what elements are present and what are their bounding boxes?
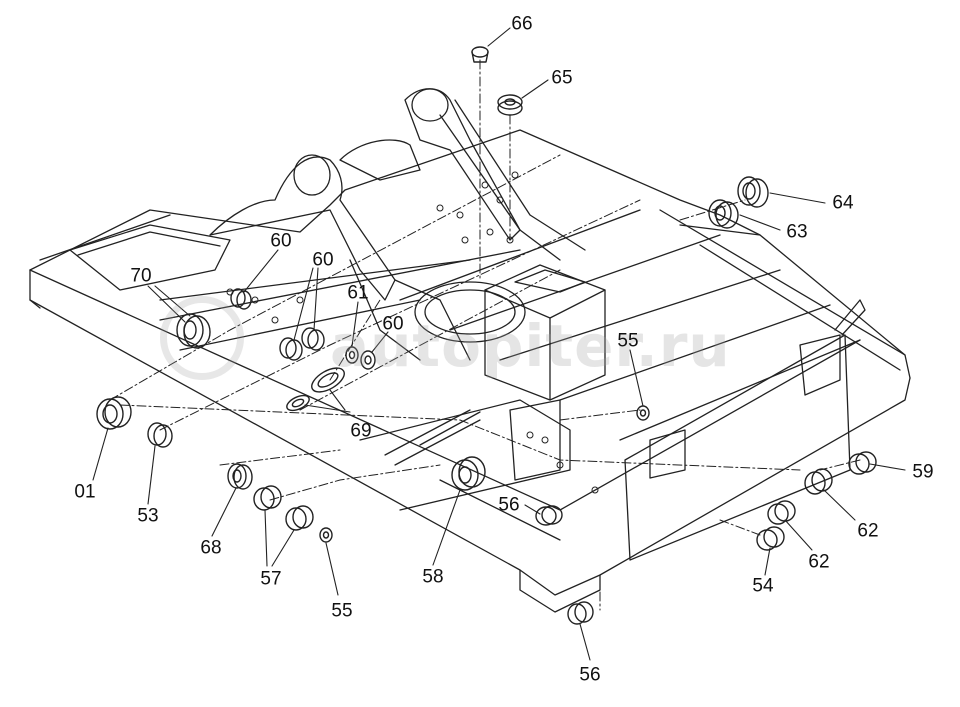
callout-01: 01 <box>74 481 96 503</box>
part-69-oval-b <box>286 394 310 412</box>
callout-57: 57 <box>260 568 282 590</box>
part-01-grommet <box>96 396 132 430</box>
part-61-washer <box>345 346 359 364</box>
watermark-text: autopiter.ru <box>330 312 731 380</box>
part-60-bushing-b <box>279 337 303 361</box>
watermark-logo <box>160 296 244 380</box>
part-60-bushing-c <box>301 327 325 351</box>
part-54-bushing <box>756 526 785 551</box>
part-64-grommet <box>737 176 769 208</box>
part-60-bushing-d <box>360 350 376 370</box>
callout-56-mid: 56 <box>498 494 520 516</box>
part-65-grommet <box>497 94 523 116</box>
part-66-cap <box>471 46 489 63</box>
callout-54: 54 <box>752 575 774 597</box>
callout-62-left: 62 <box>808 551 830 573</box>
part-55-bushing-a <box>636 405 650 421</box>
callout-63: 63 <box>786 221 808 243</box>
callout-70: 70 <box>130 265 152 287</box>
part-53-bushing <box>147 422 173 448</box>
part-60-bushing-a <box>230 288 252 310</box>
part-56-bushing-a <box>535 505 563 526</box>
part-68-grommet <box>227 463 253 490</box>
callout-60-mid: 60 <box>312 249 334 271</box>
callout-62-right: 62 <box>857 520 879 542</box>
callout-65: 65 <box>551 67 573 89</box>
part-58-grommet <box>451 456 486 491</box>
callout-60-right: 60 <box>382 313 404 335</box>
part-57-bushing-b <box>285 505 314 531</box>
callout-60-left: 60 <box>270 230 292 252</box>
callout-53: 53 <box>137 505 159 527</box>
callout-56-bottom: 56 <box>579 664 601 686</box>
callout-55-bottom: 55 <box>331 600 353 622</box>
frame-outline <box>29 129 911 613</box>
callout-64: 64 <box>832 192 854 214</box>
callout-68: 68 <box>200 537 222 559</box>
boom-bracket <box>209 88 586 361</box>
part-55-bushing-b <box>319 527 333 543</box>
callout-61: 61 <box>347 282 369 304</box>
part-63-grommet <box>708 199 739 229</box>
callout-55-top: 55 <box>617 330 639 352</box>
part-62-bushing-b <box>767 500 796 525</box>
callout-66: 66 <box>511 13 533 35</box>
callout-69: 69 <box>350 420 372 442</box>
part-62-bushing-a <box>804 468 833 495</box>
parts <box>96 46 877 625</box>
part-56-bushing-b <box>567 601 594 625</box>
part-69-oval-a <box>311 367 345 393</box>
callout-58: 58 <box>422 566 444 588</box>
part-59-bushing <box>848 451 877 475</box>
part-57-bushing-a <box>253 485 282 511</box>
callout-59: 59 <box>912 461 934 483</box>
